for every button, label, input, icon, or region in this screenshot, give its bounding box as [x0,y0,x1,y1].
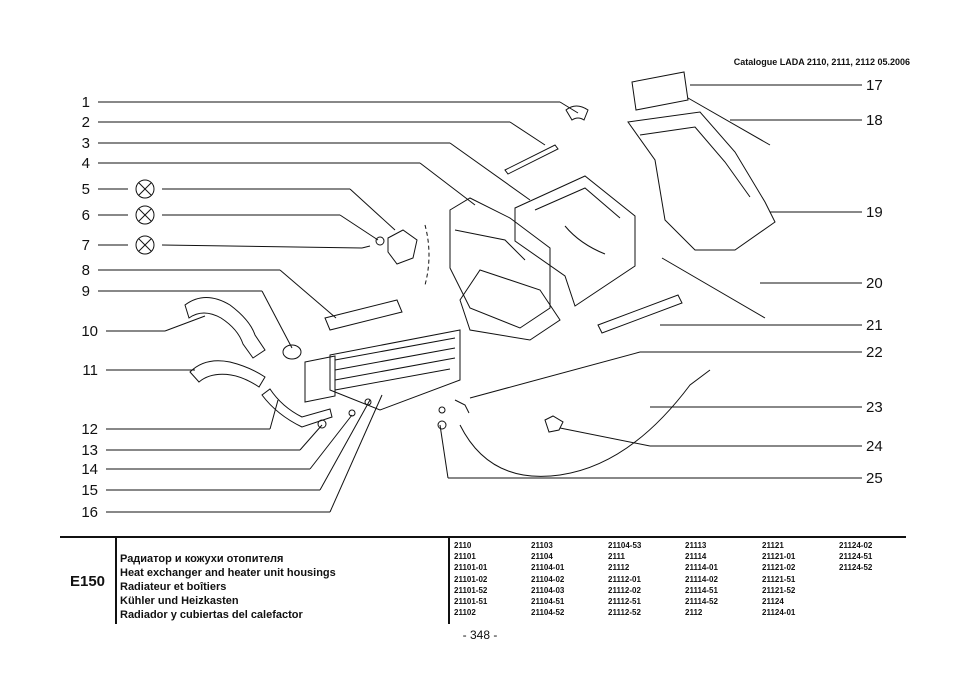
callout-2: 2 [81,114,90,131]
model-code: 21124-52 [839,563,873,573]
callout-9: 9 [81,283,90,300]
callout-21: 21 [866,317,883,334]
callout-16: 16 [81,504,98,521]
model-column: 21121 21121-01 21121-02 21121-51 21121-5… [762,540,795,618]
callout-23: 23 [866,399,883,416]
section-titles: Радиатор и кожухи отопителя Heat exchang… [120,552,336,622]
model-code: 21101 [454,552,476,562]
model-code: 21102 [454,608,476,618]
callout-19: 19 [866,204,883,221]
callout-6: 6 [81,207,90,224]
model-code: 21104-53 [608,541,642,550]
title-ru: Радиатор и кожухи отопителя [120,553,284,565]
model-code: 21124-01 [762,608,796,618]
callout-24: 24 [866,438,883,455]
model-codes-table: 2110 21101 21101-01 21101-02 21101-52 21… [454,540,904,620]
model-code: 21121-01 [762,552,796,562]
model-code: 21104 [531,552,553,562]
model-code: 21104-01 [531,563,565,573]
model-column: 21113 21114 21114-01 21114-02 21114-51 2… [685,540,718,618]
model-code: 2111 [608,552,625,562]
section-code: E150 [60,538,117,624]
model-code: 21101-01 [454,563,488,573]
callout-13: 13 [81,442,98,459]
model-code: 21112-52 [608,608,641,618]
title-de: Kühler und Heizkasten [120,595,239,607]
title-fr: Radiateur et boîtiers [120,581,227,593]
model-code: 21101-52 [454,585,488,595]
callout-14: 14 [81,461,98,478]
model-code: 21114 [685,552,707,562]
model-code: 21101-02 [454,574,488,584]
model-code: 21104-51 [531,597,565,607]
callout-3: 3 [81,135,90,152]
model-code: 21124-02 [839,541,873,550]
catalogue-header: Catalogue LADA 2110, 2111, 2112 05.2006 [733,57,910,67]
page-number: - 348 - [462,628,498,642]
model-code: 21121-52 [762,585,796,595]
catalogue-info-panel: E150 Радиатор и кожухи отопителя Heat ex… [60,536,906,624]
model-code: 21112-02 [608,585,641,595]
model-code: 21113 [685,541,707,550]
callout-5: 5 [81,181,90,198]
callout-11: 11 [82,362,98,379]
model-code: 21121-51 [762,574,796,584]
panel-divider [448,538,450,624]
callout-7: 7 [81,237,90,254]
model-column: 21104-53 2111 21112 21112-01 21112-02 21… [608,540,641,618]
model-code: 21124 [762,597,784,607]
model-code: 21114-02 [685,574,718,584]
model-code: 21104-52 [531,608,565,618]
callout-15: 15 [81,482,98,499]
callout-10: 10 [81,323,98,340]
callout-25: 25 [866,470,883,487]
exploded-parts-diagram [98,71,862,513]
model-code: 21104-03 [531,585,565,595]
model-code: 21121 [762,541,784,550]
not-supplied-icon [135,179,155,255]
callout-18: 18 [866,112,883,129]
title-es: Radiador y cubiertas del calefactor [120,609,303,621]
model-code: 2112 [685,608,703,618]
callout-22: 22 [866,344,883,361]
callout-1: 1 [81,94,90,111]
model-code: 21104-02 [531,574,565,584]
callout-20: 20 [866,275,883,292]
model-code: 21101-51 [454,597,488,607]
model-code: 21124-51 [839,552,873,562]
model-column: 21103 21104 21104-01 21104-02 21104-03 2… [531,540,564,618]
model-code: 21112-01 [608,574,641,584]
callout-17: 17 [866,77,883,94]
callout-4: 4 [81,155,90,172]
model-code: 21112 [608,563,630,573]
model-code: 21114-01 [685,563,718,573]
callout-12: 12 [81,421,98,438]
model-code: 21121-02 [762,563,796,573]
title-en: Heat exchanger and heater unit housings [120,567,336,579]
model-code: 21114-51 [685,585,718,595]
model-code: 2110 [454,541,472,550]
callout-8: 8 [81,262,90,279]
model-code: 21114-52 [685,597,718,607]
model-column: 21124-02 21124-51 21124-52 [839,540,872,574]
model-code: 21112-51 [608,597,641,607]
model-column: 2110 21101 21101-01 21101-02 21101-52 21… [454,540,487,618]
model-code: 21103 [531,541,553,550]
